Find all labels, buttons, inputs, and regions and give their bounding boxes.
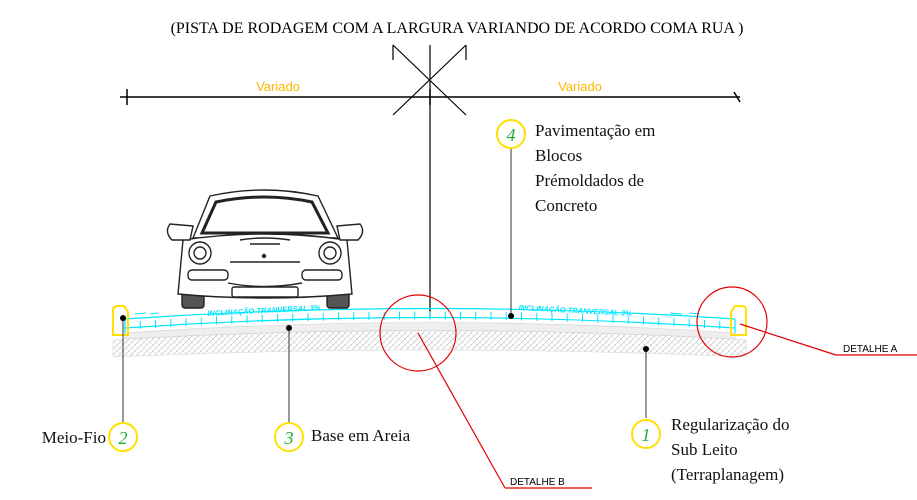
car-illustration — [166, 189, 364, 309]
dimension-line — [120, 89, 741, 105]
callout-3-line-1: Base em Areia — [311, 426, 411, 445]
callout-1-line-3: (Terraplanagem) — [671, 465, 784, 484]
curb-right — [730, 305, 747, 336]
detail-b-marker — [379, 294, 592, 489]
centerline-marker — [392, 44, 467, 318]
callout-2: 2 — [108, 422, 138, 452]
callout-1-line-1: Regularização do — [671, 415, 789, 434]
dimension-label-right: Variado — [558, 79, 602, 94]
leader-lines — [122, 148, 647, 422]
slope-label-right: INCLINAÇÃO TRANVERSAL 3% — [518, 303, 632, 318]
callout-3: 3 — [274, 422, 304, 452]
leader-dots — [120, 313, 649, 352]
callout-4: 4 — [496, 119, 526, 149]
callout-1-number: 1 — [642, 425, 651, 445]
callout-4-line-4: Concreto — [535, 196, 597, 215]
callout-4-line-3: Prémoldados de — [535, 171, 644, 190]
callout-4-line-1: Pavimentação em — [535, 121, 655, 140]
paver-joints — [139, 311, 721, 329]
callout-3-number: 3 — [284, 428, 294, 448]
sand-base-layer — [124, 322, 736, 340]
callout-4-number: 4 — [507, 125, 516, 145]
callout-1: 1 — [631, 419, 661, 449]
detail-a-label: DETALHE A — [843, 344, 898, 355]
dimension-label-left: Variado — [256, 79, 300, 94]
detail-b-label: DETALHE B — [510, 477, 565, 488]
detail-a-marker — [696, 286, 917, 358]
callout-4-line-2: Blocos — [535, 146, 582, 165]
callout-2-line-1: Meio-Fio — [42, 428, 106, 447]
callout-1-line-2: Sub Leito — [671, 440, 738, 459]
slope-label-left: INCLINAÇÃO TRANVERSAL 3% — [207, 303, 321, 318]
callout-2-number: 2 — [119, 428, 128, 448]
curb-left — [112, 305, 129, 336]
diagram-title: (PISTA DE RODAGEM COM A LARGURA VARIANDO… — [171, 20, 744, 37]
